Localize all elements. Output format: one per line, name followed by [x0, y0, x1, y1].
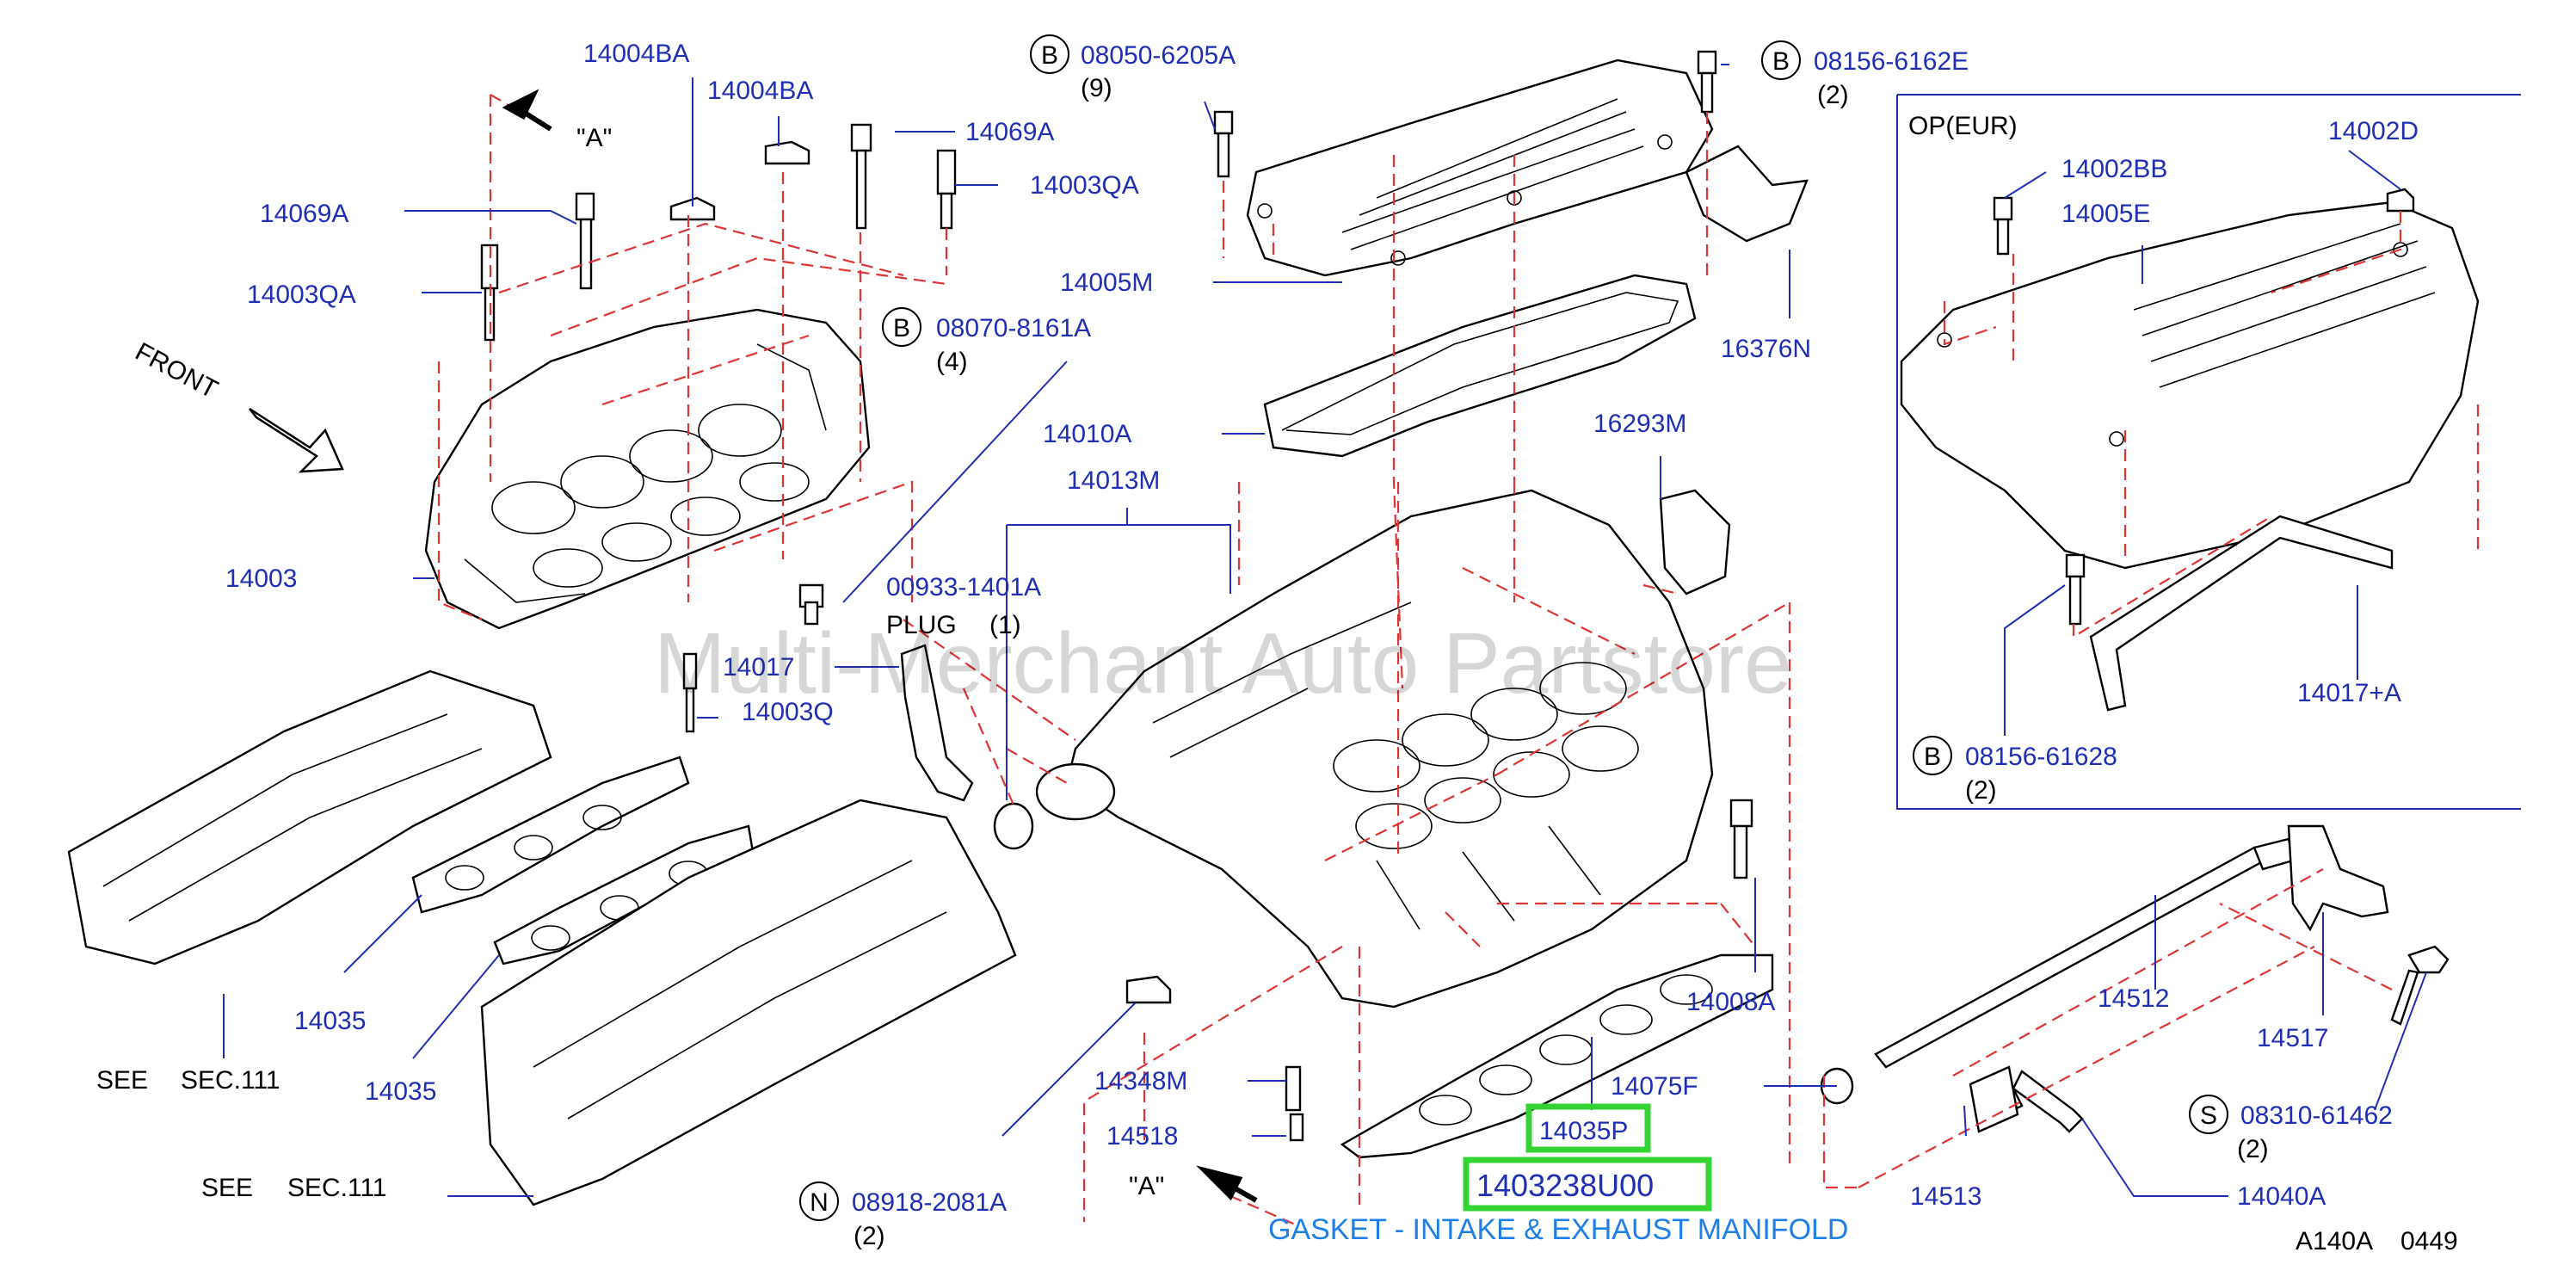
qty-08156-6162E: (2) — [1817, 81, 1849, 109]
label-14008A: 14008A — [1686, 988, 1775, 1016]
label-14517: 14517 — [2257, 1024, 2328, 1052]
label-14518: 14518 — [1106, 1122, 1178, 1151]
label-14512: 14512 — [2098, 984, 2169, 1013]
bracket-16376N-drawing — [1685, 145, 1809, 243]
cylinder-head-right-drawing — [480, 799, 1017, 1206]
label-14005E: 14005E — [2061, 200, 2150, 228]
marker-n-08918: N — [810, 1188, 829, 1217]
label-14003: 14003 — [225, 564, 297, 593]
label-08310-61462: 08310-61462 — [2240, 1101, 2393, 1130]
plenum-gasket-drawing — [1263, 274, 1697, 458]
bracket-14017A-drawing — [2089, 515, 2394, 712]
assembly-dashed-lines — [437, 94, 2480, 1228]
label-08918-2081A: 08918-2081A — [852, 1188, 1007, 1217]
fuel-rail-drawing — [1874, 837, 2295, 1069]
sec-label-2: SEC.111 — [287, 1174, 387, 1202]
qty-08050: (9) — [1081, 74, 1112, 102]
engine-cover-drawing — [1900, 200, 2480, 570]
front-arrow-icon — [249, 407, 344, 473]
label-14035-2: 14035 — [365, 1077, 436, 1106]
label-16293M: 16293M — [1593, 410, 1686, 438]
plug-label: PLUG — [886, 611, 957, 639]
pressure-regulator-drawing — [2287, 824, 2389, 932]
qty-08310: (2) — [2237, 1135, 2269, 1163]
diagram-number: 0449 — [2400, 1227, 2458, 1255]
label-14003Q: 14003Q — [742, 698, 834, 726]
leader-lines — [223, 64, 2427, 1197]
label-14513: 14513 — [1910, 1182, 1981, 1211]
label-08050-6205A: 08050-6205A — [1081, 41, 1236, 70]
gasket-14035P-drawing — [1340, 953, 1774, 1159]
label-14002D: 14002D — [2328, 117, 2419, 145]
view-a-arrow-top-icon — [502, 89, 552, 132]
label-14069A-2: 14069A — [260, 200, 348, 228]
label-14035P: 14035P — [1539, 1117, 1628, 1145]
watermark: Multi-Merchant Auto Partstore — [654, 615, 1792, 712]
label-16376N: 16376N — [1721, 335, 1811, 363]
marker-b-08050: B — [1041, 41, 1058, 70]
label-1403238U00: 1403238U00 — [1476, 1168, 1654, 1203]
part-number-labels: 14004BA 14004BA 14069A 14069A 14003QA 14… — [225, 40, 2419, 1217]
marker-b-08156-61628: B — [1924, 743, 1941, 771]
view-a-label-top: "A" — [576, 124, 612, 152]
qty-08156-61628: (2) — [1965, 776, 1997, 805]
see-label-1: SEE — [96, 1066, 148, 1095]
plenum-cover-drawing — [1246, 59, 1714, 277]
marker-s-08310: S — [2200, 1101, 2217, 1130]
label-14002BB: 14002BB — [2061, 155, 2167, 183]
view-a-arrow-bottom-icon — [1196, 1165, 1258, 1203]
label-14075F: 14075F — [1611, 1072, 1698, 1101]
sec-label-1: SEC.111 — [181, 1066, 280, 1095]
marker-b-08156-6162E: B — [1772, 47, 1790, 76]
upper-intake-manifold-drawing — [424, 308, 871, 630]
label-14005M: 14005M — [1060, 268, 1153, 297]
highlight-14035P — [1525, 1103, 1651, 1153]
front-label: FRONT — [131, 337, 223, 404]
label-14004BA-2: 14004BA — [707, 77, 813, 105]
gasket-16293M-drawing — [1659, 489, 1731, 595]
circled-markers: B B B B N S — [799, 34, 2228, 1221]
label-08156-61628: 08156-61628 — [1965, 743, 2117, 771]
label-14035-1: 14035 — [294, 1007, 366, 1035]
label-14017A: 14017+A — [2297, 679, 2401, 707]
diagram-code: A140A — [2296, 1227, 2373, 1255]
label-14040A: 14040A — [2237, 1182, 2326, 1211]
qty-08070: (4) — [936, 348, 968, 376]
parts-caption: GASKET - INTAKE & EXHAUST MANIFOLD — [1268, 1213, 1848, 1246]
view-a-label-bottom: "A" — [1129, 1172, 1164, 1200]
op-eur-frame — [1896, 94, 2521, 810]
label-14010A: 14010A — [1043, 420, 1131, 448]
label-14069A-1: 14069A — [965, 118, 1054, 146]
qty-08918: (2) — [854, 1222, 885, 1250]
qty-plug: (1) — [989, 611, 1021, 639]
label-14348M: 14348M — [1094, 1067, 1187, 1095]
label-00933-1401A: 00933-1401A — [886, 573, 1041, 601]
bracket-14017-drawing — [900, 644, 974, 802]
label-14013M: 14013M — [1067, 466, 1160, 495]
highlight-1403238U00 — [1463, 1157, 1712, 1212]
marker-b-08070: B — [893, 314, 910, 342]
plug-ring-drawing — [993, 802, 1034, 850]
cylinder-head-left-drawing — [67, 669, 552, 965]
label-14003QA-2: 14003QA — [247, 281, 356, 309]
op-eur-label: OP(EUR) — [1908, 112, 2018, 140]
label-08156-6162E: 08156-6162E — [1814, 47, 1969, 76]
label-14003QA-1: 14003QA — [1030, 171, 1139, 200]
label-14004BA-1: 14004BA — [583, 40, 689, 68]
lower-intake-manifold-drawing — [1035, 489, 1714, 1009]
see-label-2: SEE — [201, 1174, 253, 1202]
label-14017: 14017 — [723, 653, 794, 682]
exhaust-gasket-left-drawing — [411, 756, 690, 914]
label-08070-8161A: 08070-8161A — [936, 314, 1091, 342]
